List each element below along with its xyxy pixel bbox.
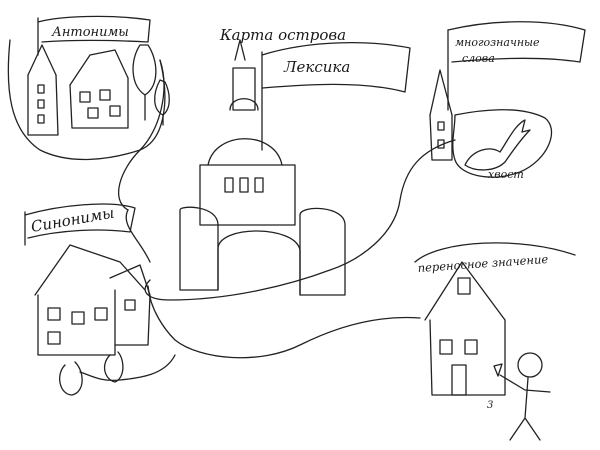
antonyms-flag xyxy=(37,15,151,43)
central-church xyxy=(179,39,411,296)
tree xyxy=(154,79,170,116)
polysemy-flag xyxy=(447,21,586,63)
map-title: Карта острова xyxy=(219,26,346,44)
tower-wall xyxy=(27,74,59,136)
polysemy-region xyxy=(429,21,586,171)
antonyms-label: Антонимы xyxy=(51,25,129,40)
tower-roof xyxy=(27,44,57,76)
figurative-label: переносное значение xyxy=(417,252,549,275)
figure xyxy=(103,351,124,383)
figurative-banner-line xyxy=(414,242,576,263)
polysemy-label-1: многозначные xyxy=(455,36,540,49)
stick-figure-body xyxy=(499,374,551,441)
synonyms-region xyxy=(24,203,151,396)
synonyms-flag xyxy=(24,203,136,239)
antonyms-region xyxy=(27,15,170,136)
house-wall xyxy=(69,77,129,129)
central-flag-label: Лексика xyxy=(283,58,350,76)
hammer xyxy=(493,363,503,377)
number-label: 3 xyxy=(487,400,493,411)
polysemy-label-2: слова xyxy=(462,52,495,65)
figurative-region xyxy=(414,242,576,441)
tail-label: хвост xyxy=(488,168,524,181)
stick-figure-head xyxy=(517,352,543,378)
tree xyxy=(132,44,157,96)
house-roof xyxy=(69,49,129,86)
figure xyxy=(59,361,83,396)
central-flag xyxy=(261,42,411,93)
animal-sketch xyxy=(464,119,531,171)
